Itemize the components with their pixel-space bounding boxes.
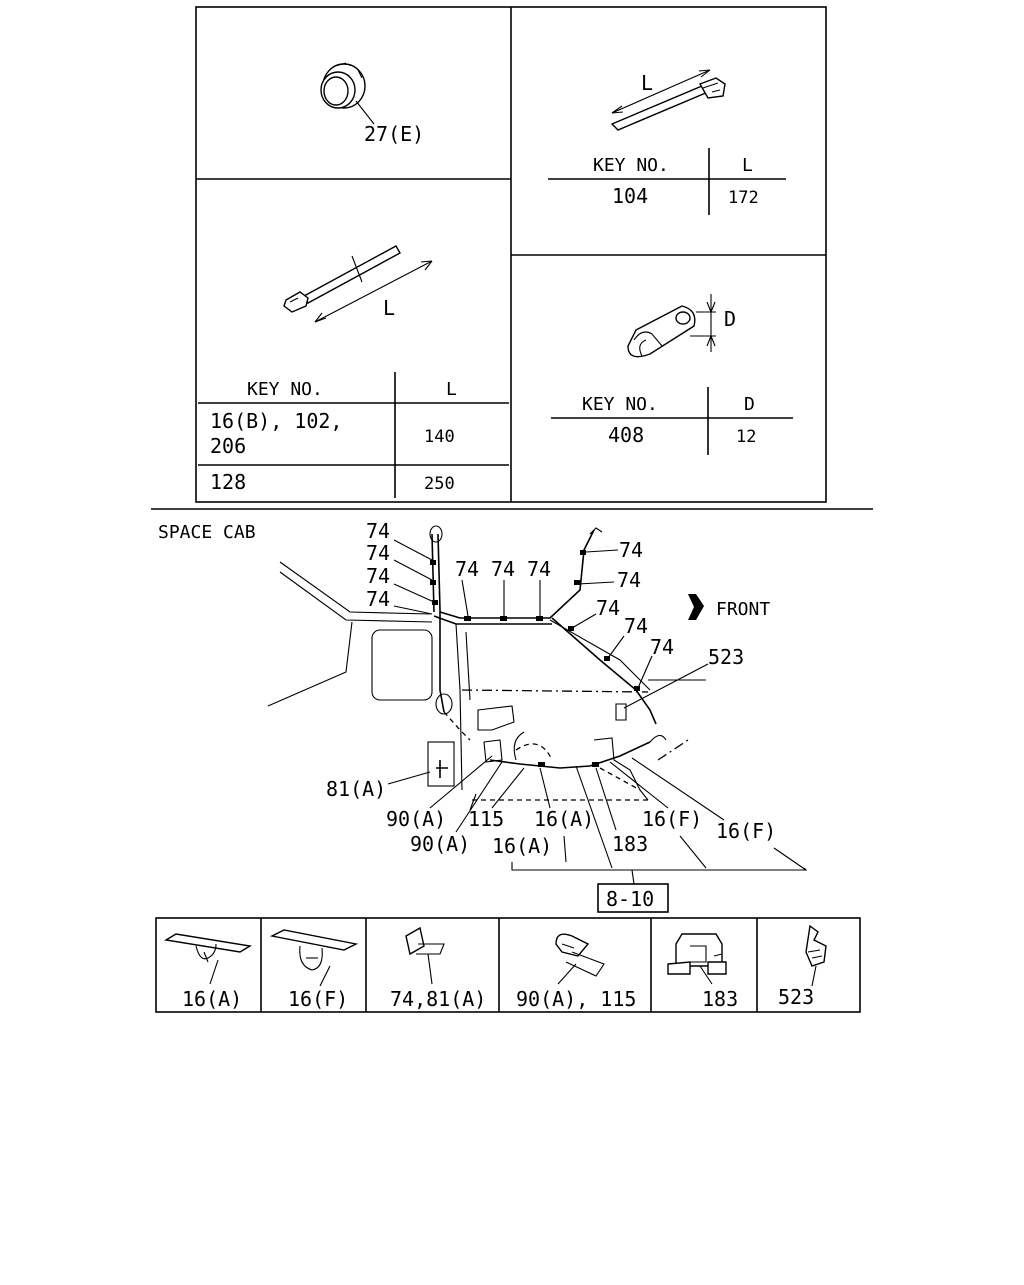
callout-115: 115 xyxy=(468,807,504,831)
panel-tie-long: L KEY NO. L 16(B), 102, 206 140 128 250 xyxy=(198,245,509,498)
legend-item-16f: 16(F) xyxy=(269,929,359,1011)
legend-item-523: 523 xyxy=(778,924,827,1009)
callout-74-j: 74 xyxy=(596,596,620,620)
callout-183: 183 xyxy=(612,832,648,856)
callout-74-b: 74 xyxy=(366,541,390,565)
callout-74-l: 74 xyxy=(650,635,674,659)
table-header-d: D xyxy=(744,394,755,415)
callout-74-k: 74 xyxy=(624,614,648,638)
table-key-104: 104 xyxy=(612,184,648,208)
callout-81a: 81(A) xyxy=(326,777,386,801)
reference-box xyxy=(597,883,669,913)
table-header-l2: L xyxy=(446,379,457,400)
callout-74-h: 74 xyxy=(619,538,643,562)
cable-tie-illustration xyxy=(610,77,726,131)
leaders-74 xyxy=(393,539,653,689)
callout-74-i: 74 xyxy=(617,568,641,592)
callout-74-g: 74 xyxy=(527,557,551,581)
table-key-16b: 16(B), 102, xyxy=(210,409,342,433)
callout-74-a: 74 xyxy=(366,519,390,543)
callout-74-c: 74 xyxy=(366,564,390,588)
svg-text:183: 183 xyxy=(702,987,738,1011)
front-label: FRONT xyxy=(716,599,770,620)
callout-16f-2: 16(F) xyxy=(716,819,776,843)
callout-90a-1: 90(A) xyxy=(386,807,446,831)
reference-box-label: 8-10 xyxy=(606,887,654,911)
table-key-206: 206 xyxy=(210,434,246,458)
callout-74-e: 74 xyxy=(455,557,479,581)
dim-line-l2 xyxy=(314,260,433,323)
table-header-key3: KEY NO. xyxy=(582,394,658,415)
top-panel-grid xyxy=(195,6,827,503)
svg-text:16(F): 16(F) xyxy=(288,987,348,1011)
dim-letter-d: D xyxy=(724,307,736,331)
callout-90a-2: 90(A) xyxy=(410,832,470,856)
table-key-408: 408 xyxy=(608,423,644,447)
svg-text:74,81(A): 74,81(A) xyxy=(390,987,486,1011)
table-key-128: 128 xyxy=(210,470,246,494)
legend-item-16a: 16(A) xyxy=(163,933,253,1011)
dim-letter-l2: L xyxy=(383,296,395,320)
front-arrow-icon xyxy=(688,594,704,620)
svg-text:90(A), 115: 90(A), 115 xyxy=(516,987,636,1011)
callout-16f-1: 16(F) xyxy=(642,807,702,831)
table-header-key2: KEY NO. xyxy=(247,379,323,400)
long-tie-illustration xyxy=(283,245,401,313)
diagram-title: SPACE CAB xyxy=(158,522,256,543)
leader-81a xyxy=(387,771,431,785)
callout-27e: 27(E) xyxy=(364,122,424,146)
callout-16a-2: 16(A) xyxy=(492,834,552,858)
table-header-key: KEY NO. xyxy=(593,155,669,176)
cab-outline xyxy=(267,561,689,811)
legend-item-183: 183 xyxy=(667,933,738,1011)
leader-523 xyxy=(623,663,709,709)
lower-leaders xyxy=(429,755,808,885)
callout-16a-1: 16(A) xyxy=(534,807,594,831)
panel-grommet: 27(E) xyxy=(320,62,424,146)
legend-item-74-81a: 74,81(A) xyxy=(390,926,486,1011)
callout-74-f: 74 xyxy=(491,557,515,581)
wiring-harness xyxy=(429,525,667,791)
grommet-illustration xyxy=(320,62,366,109)
dim-line-l xyxy=(611,69,711,114)
callout-74-d: 74 xyxy=(366,587,390,611)
panel-tie-104: L KEY NO. L 104 172 xyxy=(548,69,786,215)
table-val-140: 140 xyxy=(424,427,455,447)
legend-item-90a-115: 90(A), 115 xyxy=(516,933,636,1011)
p-clip-illustration xyxy=(627,305,696,358)
table-val-12: 12 xyxy=(736,427,756,447)
table-val-250: 250 xyxy=(424,474,455,494)
callout-523: 523 xyxy=(708,645,744,669)
panel-clip-408: D KEY NO. D 408 12 xyxy=(551,294,793,455)
space-cab-diagram: SPACE CAB xyxy=(158,519,808,913)
table-header-l: L xyxy=(742,155,753,176)
dim-letter-l: L xyxy=(641,71,653,95)
table-val-172: 172 xyxy=(728,188,759,208)
leader-27e xyxy=(355,100,375,125)
svg-text:523: 523 xyxy=(778,985,814,1009)
legend-strip: 16(A) 16(F) 74,81(A) 90(A), 115 xyxy=(155,917,861,1013)
svg-text:16(A): 16(A) xyxy=(182,987,242,1011)
